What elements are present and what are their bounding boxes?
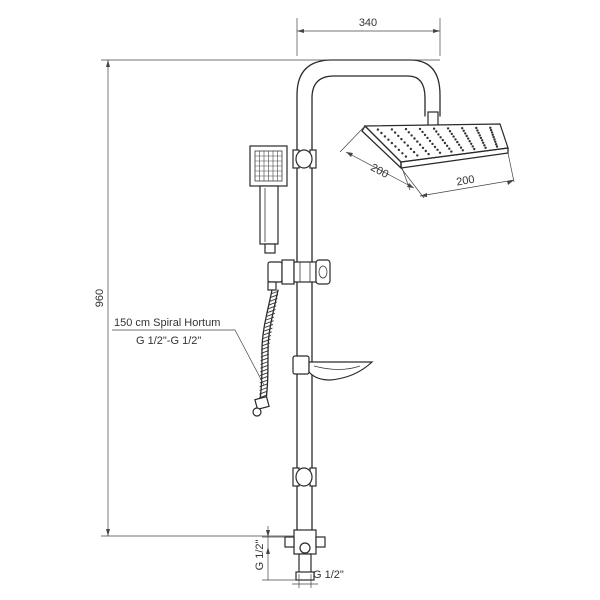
dim-label-inlet-vertical: G 1/2" bbox=[254, 540, 266, 571]
hose-end-nut bbox=[254, 395, 270, 411]
hand-shower-nut bbox=[264, 243, 276, 254]
dim-label-height: 960 bbox=[94, 289, 106, 307]
lower-wall-bracket bbox=[292, 467, 317, 487]
diverter-inlet bbox=[284, 529, 326, 581]
hose-name-label: 150 cm Spiral Hortum bbox=[114, 317, 220, 329]
head-connector bbox=[427, 111, 439, 127]
dim-label-width: 340 bbox=[359, 17, 377, 29]
head-nozzles bbox=[376, 126, 499, 158]
hand-shower bbox=[249, 145, 288, 254]
soap-dish bbox=[292, 355, 374, 381]
dim-label-head-depth: 200 bbox=[368, 162, 390, 181]
hose-end-cap bbox=[252, 407, 262, 417]
dimension-lines bbox=[101, 18, 515, 588]
spiral-hose bbox=[252, 289, 279, 417]
hand-shower-grid bbox=[255, 151, 282, 181]
hand-shower-handle bbox=[259, 185, 279, 245]
hose-thread-label: G 1/2"-G 1/2" bbox=[136, 335, 201, 347]
dim-label-inlet-horizontal: G 1/2" bbox=[313, 569, 344, 581]
overhead-shower-head bbox=[361, 111, 509, 169]
hose-coils bbox=[259, 290, 279, 399]
dim-label-head-width: 200 bbox=[455, 174, 475, 189]
sliding-holder bbox=[267, 259, 331, 291]
upper-wall-bracket bbox=[292, 149, 317, 169]
